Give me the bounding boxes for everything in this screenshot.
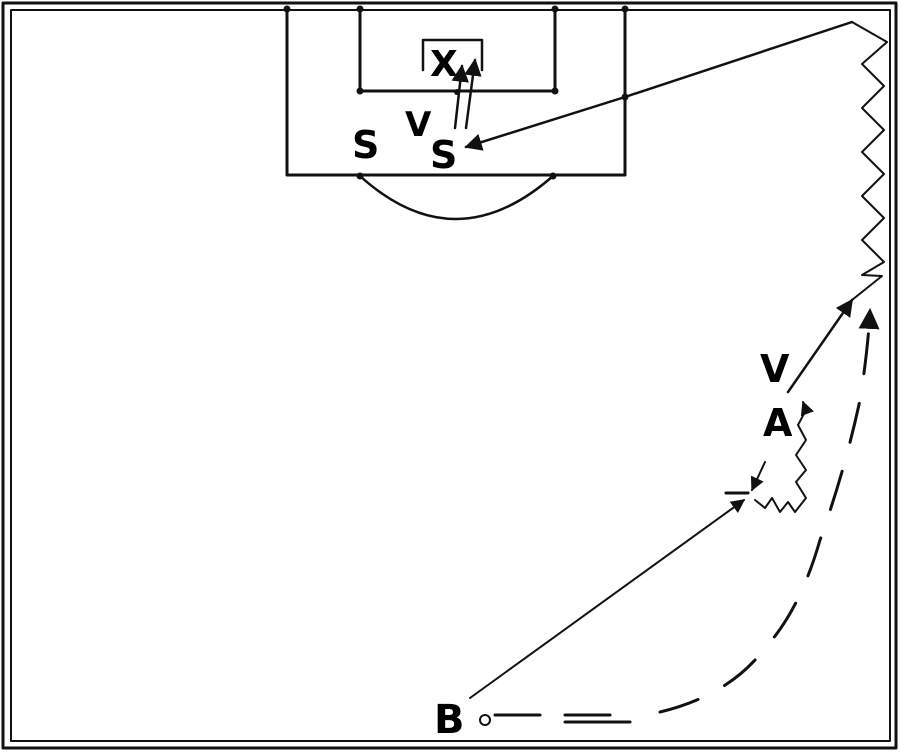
label-a: A — [763, 401, 793, 445]
label-s-center: S — [430, 133, 457, 177]
penalty-box — [285, 7, 627, 177]
ball-icon — [479, 714, 491, 726]
dribble-zigzag-right — [851, 21, 888, 301]
cross-pass-line — [464, 20, 854, 151]
short-arrow-to-dribble — [750, 461, 766, 492]
run-to-x — [464, 58, 482, 130]
short-pass-s-to-x — [451, 64, 469, 130]
field-markers — [283, 5, 629, 180]
pass-a-to-right — [786, 298, 854, 394]
label-v-near-goal: V — [405, 105, 432, 145]
overlap-run-dashed — [658, 307, 880, 714]
label-x: X — [430, 44, 458, 85]
pass-b-to-dribble — [469, 499, 746, 699]
goal-inner-box — [421, 38, 484, 72]
label-s-left: S — [352, 123, 379, 167]
penalty-arc — [358, 174, 555, 221]
field-inner-border — [10, 9, 891, 742]
label-v-right: V — [760, 347, 790, 391]
dribble-zigzag-a — [754, 400, 814, 513]
label-b: B — [434, 697, 465, 743]
